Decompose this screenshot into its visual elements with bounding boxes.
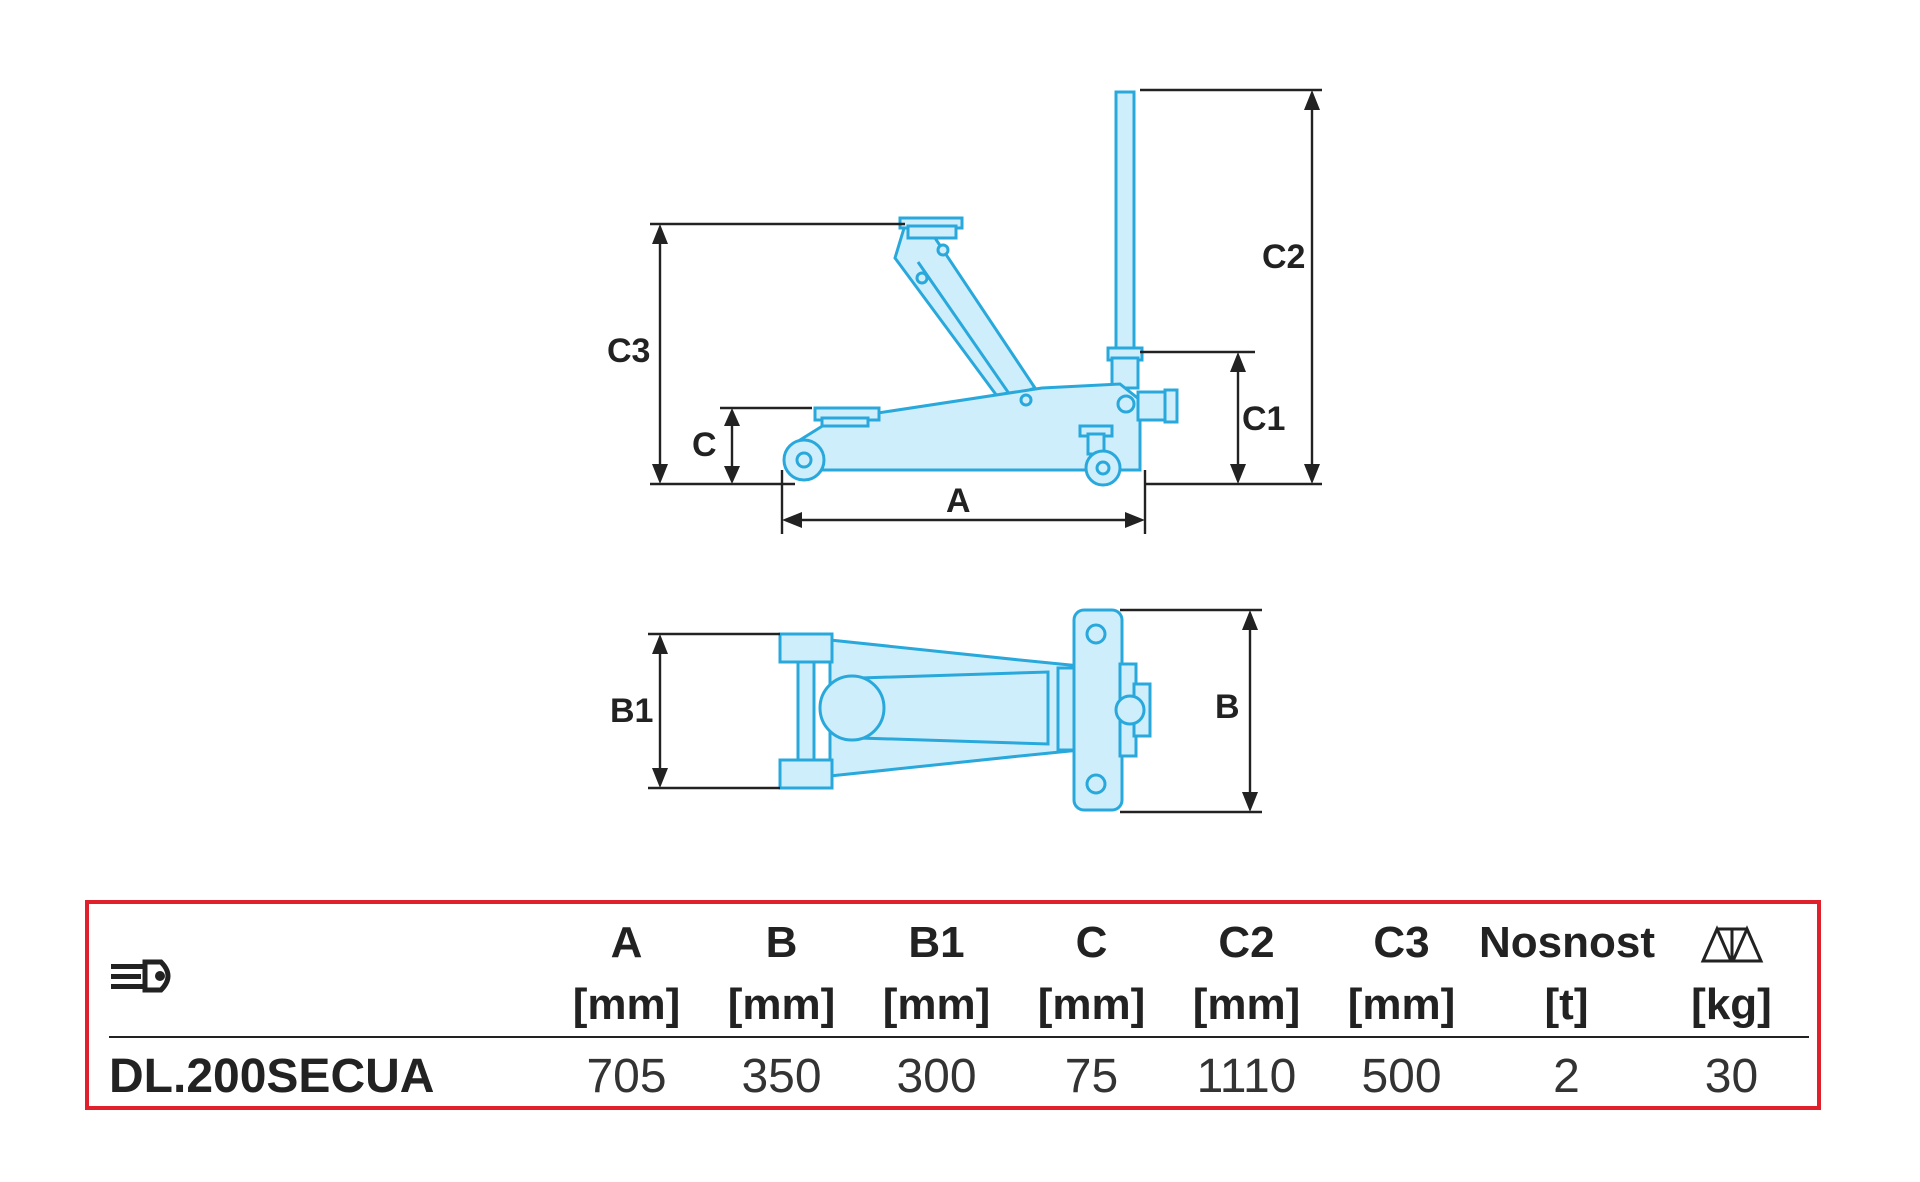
- model-code: DL.200SECUA: [109, 1049, 435, 1103]
- jack-top-view: [778, 608, 1152, 812]
- value-b1: 300: [896, 1049, 977, 1103]
- value-capacity: 2: [1553, 1049, 1580, 1103]
- top-view-dimensions: [648, 608, 1262, 814]
- reference-arrow-icon: [111, 959, 171, 993]
- value-b: 350: [741, 1049, 822, 1103]
- dim-label-a: A: [946, 482, 971, 520]
- scale-icon: [1700, 925, 1763, 963]
- col-header-c: C[mm]: [1014, 912, 1169, 1038]
- side-view-dimensions: [650, 88, 1322, 534]
- value-a: 705: [586, 1049, 667, 1103]
- value-weight: 30: [1704, 1049, 1759, 1103]
- col-header-c2: C2[mm]: [1169, 912, 1324, 1038]
- jack-dimension-diagram: C3 C A C1 C2 B1 B: [607, 88, 1322, 814]
- dim-label-c3: C3: [607, 332, 650, 370]
- dim-label-c: C: [692, 426, 717, 464]
- dim-label-c1: C1: [1242, 400, 1285, 438]
- reference-header: [109, 912, 549, 1038]
- dim-label-c2: C2: [1262, 238, 1305, 276]
- col-header-a: A[mm]: [549, 912, 704, 1038]
- jack-side-view: [782, 90, 1179, 487]
- spec-header-row: A[mm] B[mm] B1[mm] C[mm] C2[mm] C3[mm] N…: [109, 912, 1809, 1038]
- col-header-b: B[mm]: [704, 912, 859, 1038]
- value-c: 75: [1064, 1049, 1119, 1103]
- spec-table: A[mm] B[mm] B1[mm] C[mm] C2[mm] C3[mm] N…: [109, 912, 1809, 1114]
- spec-table-frame: A[mm] B[mm] B1[mm] C[mm] C2[mm] C3[mm] N…: [85, 900, 1821, 1110]
- col-header-weight: [kg]: [1654, 912, 1809, 1038]
- col-header-c3: C3[mm]: [1324, 912, 1479, 1038]
- value-c2: 1110: [1196, 1049, 1297, 1103]
- col-header-capacity: Nosnost[t]: [1479, 912, 1655, 1038]
- value-c3: 500: [1361, 1049, 1442, 1103]
- table-row: DL.200SECUA 705 350 300 75 1110 500 2 30: [109, 1037, 1809, 1114]
- dim-label-b1: B1: [610, 692, 653, 730]
- col-header-b1: B1[mm]: [859, 912, 1014, 1038]
- dim-label-b: B: [1215, 688, 1240, 726]
